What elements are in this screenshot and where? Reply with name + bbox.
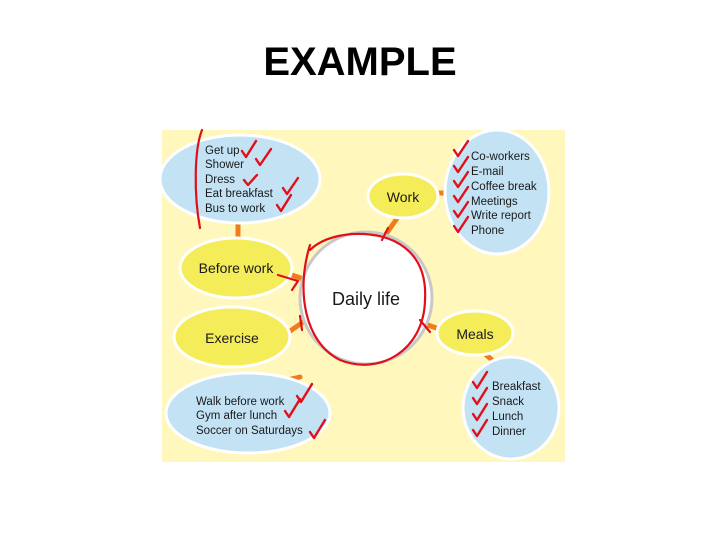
meals-list: Breakfast Snack Lunch Dinner bbox=[492, 381, 541, 438]
meals-node bbox=[435, 309, 515, 357]
exercise-list-ellipse bbox=[164, 371, 332, 455]
checkmarks bbox=[240, 139, 489, 440]
tick-annotation bbox=[298, 314, 304, 332]
check-icon bbox=[452, 185, 470, 204]
check-icon bbox=[452, 215, 470, 234]
center-label: Daily life bbox=[332, 289, 400, 309]
before-work-node bbox=[178, 236, 294, 300]
work-tasks-ellipse bbox=[443, 128, 551, 256]
red-annotations bbox=[194, 128, 432, 366]
list-item: Walk before work bbox=[196, 396, 285, 408]
check-icon bbox=[295, 382, 314, 404]
slide-title: EXAMPLE bbox=[263, 40, 457, 84]
list-item: Phone bbox=[471, 225, 504, 237]
work-list: Co-workers E-mail Coffee break Meetings … bbox=[471, 151, 537, 237]
meals-list-ellipse bbox=[461, 355, 561, 461]
list-item: Bus to work bbox=[205, 203, 265, 215]
tick-annotation bbox=[418, 318, 432, 334]
check-icon bbox=[275, 193, 293, 213]
work-label: Work bbox=[387, 189, 420, 205]
list-item: Co-workers bbox=[471, 151, 530, 163]
morning-ellipse bbox=[158, 133, 322, 225]
morning-list: Get up Shower Dress Eat breakfast Bus to… bbox=[205, 145, 274, 215]
check-icon bbox=[471, 402, 489, 422]
before-work-label: Before work bbox=[199, 260, 275, 276]
list-item: Dinner bbox=[492, 426, 526, 438]
list-item: Breakfast bbox=[492, 381, 541, 393]
check-icon bbox=[471, 418, 489, 438]
center-circle-annotation bbox=[302, 232, 427, 366]
check-icon bbox=[452, 200, 470, 219]
list-item: Write report bbox=[471, 210, 532, 222]
list-item: Coffee break bbox=[471, 181, 537, 193]
meals-label: Meals bbox=[456, 326, 493, 342]
list-item: Shower bbox=[205, 159, 244, 171]
list-item: Gym after lunch bbox=[196, 410, 277, 422]
exercise-list: Walk before work Gym after lunch Soccer … bbox=[196, 396, 303, 437]
arrow-annotation bbox=[276, 273, 300, 292]
tick-annotation bbox=[380, 226, 390, 242]
check-icon bbox=[240, 139, 258, 159]
list-item: Soccer on Saturdays bbox=[196, 425, 303, 437]
exercise-label: Exercise bbox=[205, 330, 259, 346]
list-item: Snack bbox=[492, 396, 524, 408]
check-icon bbox=[254, 147, 273, 167]
check-icon bbox=[281, 176, 300, 196]
work-node bbox=[366, 172, 440, 220]
check-icon bbox=[308, 418, 327, 440]
exercise-node bbox=[172, 305, 292, 369]
check-icon bbox=[471, 370, 489, 390]
morning-bracket-annotation bbox=[194, 128, 204, 230]
list-item: Get up bbox=[205, 145, 240, 157]
list-item: Eat breakfast bbox=[205, 188, 274, 200]
check-icon bbox=[283, 397, 302, 419]
list-item: E-mail bbox=[471, 166, 504, 178]
check-icon bbox=[242, 173, 259, 187]
check-icon bbox=[452, 170, 470, 189]
check-icon bbox=[452, 139, 470, 158]
check-icon bbox=[471, 386, 489, 406]
list-item: Meetings bbox=[471, 196, 518, 208]
check-icon bbox=[452, 155, 470, 174]
list-item: Dress bbox=[205, 174, 235, 186]
list-item: Lunch bbox=[492, 411, 523, 423]
